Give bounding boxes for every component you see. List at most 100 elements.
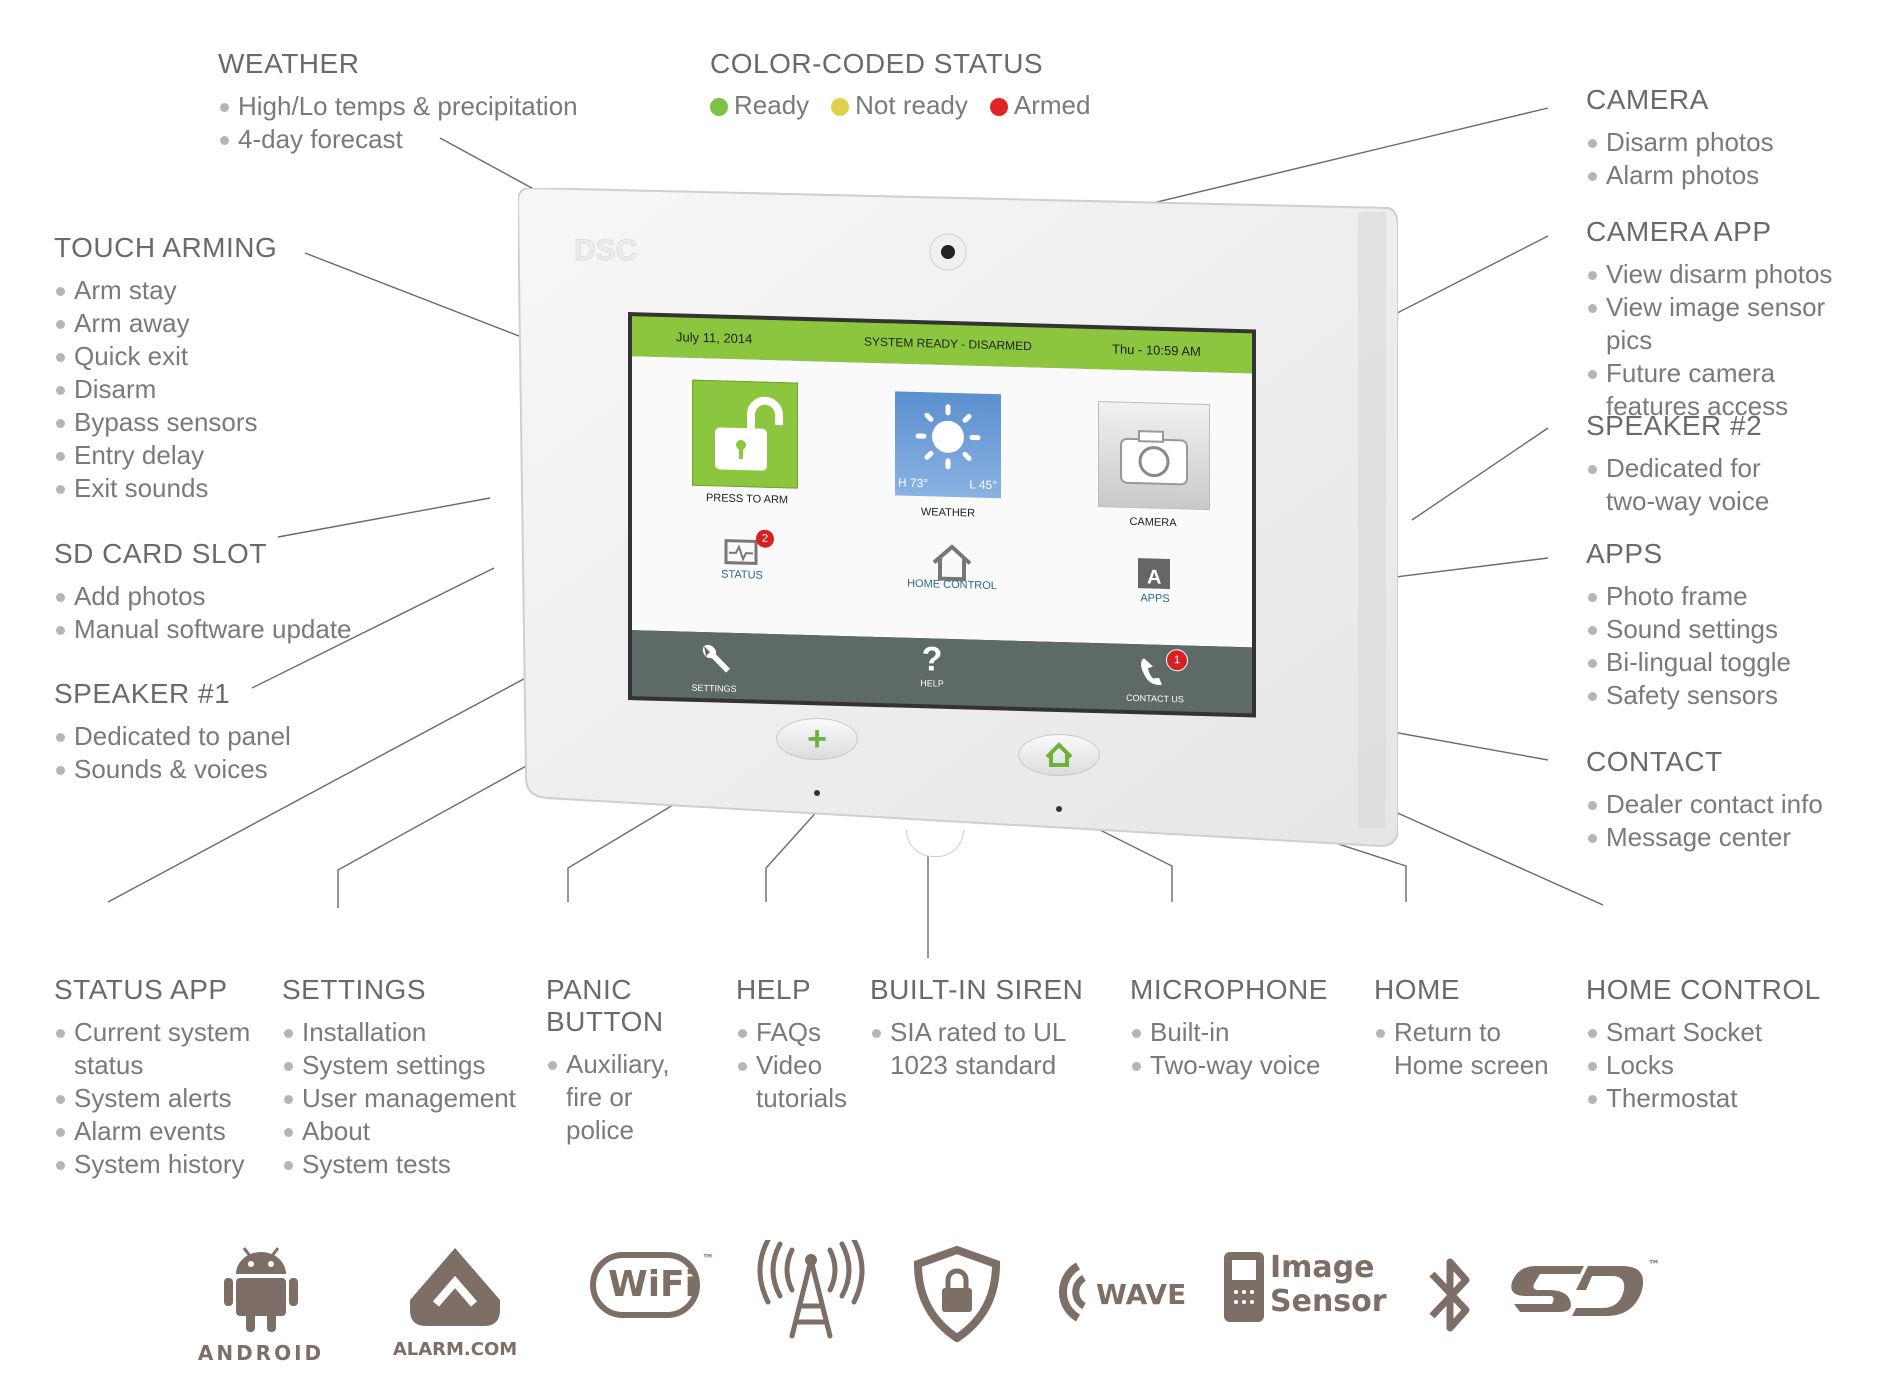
list-item: Disarm photos [1586, 126, 1774, 159]
list-item: Installation [282, 1016, 522, 1049]
list-item: Dedicated to panel [54, 720, 291, 753]
list-item: Add photos [54, 580, 352, 613]
list-item: Exit sounds [54, 472, 277, 505]
callout-apps: APPS Photo frame Sound settings Bi-lingu… [1586, 538, 1791, 712]
list-item: Dedicated for two-way voice [1586, 452, 1786, 518]
callout-speaker1: SPEAKER #1 Dedicated to panel Sounds & v… [54, 678, 291, 786]
panic-plus-button[interactable]: + [776, 718, 858, 760]
camera-tile[interactable] [1098, 401, 1210, 511]
wifi-icon: WiFi ™ [590, 1252, 720, 1318]
camera-lens-icon [941, 245, 955, 259]
zwave-icon: WAVE [1038, 1252, 1188, 1337]
wifi-label: WiFi [608, 1264, 697, 1305]
wrench-icon [702, 645, 730, 673]
home-control-heading: HOME CONTROL [1586, 974, 1821, 1005]
panic-heading: PANIC BUTTON [546, 974, 664, 1037]
list-item: Arm stay [54, 274, 277, 307]
list-item: Sounds & voices [54, 753, 291, 786]
list-item: Photo frame [1586, 580, 1791, 613]
list-item: Entry delay [54, 439, 277, 472]
apps-label: APPS [1140, 592, 1170, 606]
list-item: Arm away [54, 307, 277, 340]
microphone-hole [1056, 806, 1062, 812]
contact-heading: CONTACT [1586, 746, 1723, 777]
contact-label: CONTACT US [1126, 692, 1184, 705]
weather-heading: WEATHER [218, 48, 360, 79]
status-not-ready: Not ready [831, 90, 968, 121]
list-item: System alerts [54, 1082, 254, 1115]
callout-touch-arming: TOUCH ARMING Arm stay Arm away Quick exi… [54, 232, 277, 505]
status-app-heading: STATUS APP [54, 974, 228, 1005]
list-item: View image sensor pics [1586, 291, 1876, 357]
status-armed: Armed [989, 90, 1090, 121]
callout-home-control: HOME CONTROL Smart Socket Locks Thermost… [1586, 974, 1876, 1115]
list-item: Built-in [1130, 1016, 1350, 1049]
image-sensor-icon: Image Sensor [1220, 1248, 1390, 1333]
list-item: View disarm photos [1586, 258, 1876, 291]
system-status-text: SYSTEM READY - DISARMED [864, 334, 1032, 354]
wifi-tm: ™ [702, 1252, 714, 1266]
apps-icon: A [1138, 558, 1170, 590]
list-item: Safety sensors [1586, 679, 1791, 712]
contact-button[interactable]: 1 CONTACT US [1110, 648, 1200, 714]
home-heading: HOME [1374, 974, 1460, 1005]
list-item: Return to Home screen [1374, 1016, 1574, 1082]
sun-icon [915, 404, 981, 470]
image-sensor-label-2: Sensor [1270, 1284, 1387, 1319]
status-app-label: STATUS [721, 568, 763, 582]
apps-button[interactable]: A [1130, 552, 1180, 597]
phone-icon [1141, 658, 1162, 686]
callout-panic: PANIC BUTTON Auxiliary, fire or police [546, 974, 706, 1147]
tower-icon [756, 1237, 866, 1345]
contact-badge: 1 [1166, 648, 1188, 672]
image-sensor-label-1: Image [1270, 1250, 1375, 1285]
speaker-hole [814, 790, 820, 796]
camera-tile-label: CAMERA [1129, 515, 1177, 530]
settings-label: SETTINGS [691, 682, 737, 694]
list-item: Future camera features access [1586, 357, 1876, 423]
arm-tile[interactable] [692, 379, 798, 489]
home-hardware-button[interactable] [1018, 734, 1100, 776]
arm-tile-label: PRESS TO ARM [705, 492, 789, 507]
callout-help: HELP FAQs Video tutorials [736, 974, 856, 1115]
question-icon: ? [921, 640, 943, 679]
list-item: Thermostat [1586, 1082, 1876, 1115]
list-item: Alarm events [54, 1115, 254, 1148]
camera-app-heading: CAMERA APP [1586, 216, 1772, 247]
list-item: Dealer contact info [1586, 788, 1823, 821]
speaker1-heading: SPEAKER #1 [54, 678, 231, 709]
settings-button[interactable]: SETTINGS [674, 637, 754, 699]
settings-heading: SETTINGS [282, 974, 427, 1005]
weather-high: H 73° [898, 475, 929, 491]
bluetooth-icon [1420, 1248, 1480, 1349]
help-label: HELP [920, 678, 944, 689]
android-label: ANDROID [197, 1341, 325, 1365]
list-item: Manual software update [54, 613, 352, 646]
speaker2-heading: SPEAKER #2 [1586, 410, 1763, 441]
house-icon [932, 544, 972, 582]
alarm-com-label: ALARM.COM [392, 1339, 518, 1360]
brand-logo: DSC [574, 234, 637, 267]
camera-icon [1120, 430, 1188, 486]
list-item: Locks [1586, 1049, 1876, 1082]
list-item: Disarm [54, 373, 277, 406]
list-item: Auxiliary, fire or police [546, 1048, 706, 1147]
status-app-button[interactable]: 2 [712, 529, 774, 586]
callout-home: HOME Return to Home screen [1374, 974, 1574, 1082]
status-ready: Ready [710, 90, 809, 121]
callout-settings: SETTINGS Installation System settings Us… [282, 974, 522, 1181]
sd-tm: ™ [1648, 1258, 1660, 1272]
home-control-button[interactable] [902, 542, 1002, 589]
weather-tile[interactable]: H 73° L 45° [895, 391, 1001, 499]
list-item: Current system status [54, 1016, 254, 1082]
list-item: Alarm photos [1586, 159, 1774, 192]
list-item: Two-way voice [1130, 1049, 1350, 1082]
list-item: Smart Socket [1586, 1016, 1876, 1049]
callout-color-status: COLOR-CODED STATUS Ready Not ready Armed [710, 48, 1090, 121]
help-button[interactable]: ? HELP [892, 639, 972, 701]
list-item: SIA rated to UL 1023 standard [870, 1016, 1110, 1082]
callout-status-app: STATUS APP Current system status System … [54, 974, 254, 1181]
weather-tile-label: WEATHER [920, 506, 976, 520]
